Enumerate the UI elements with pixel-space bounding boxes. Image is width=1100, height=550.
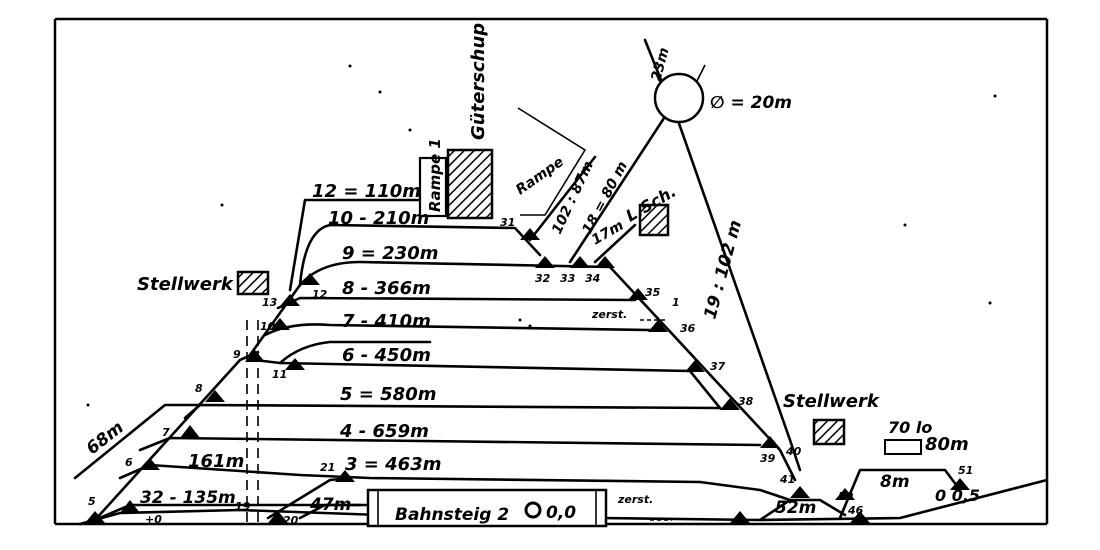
switch-50: 50 xyxy=(838,490,854,503)
stellwerk-right-building xyxy=(812,418,846,446)
label-zerst-2: zerst. xyxy=(617,493,653,506)
lsch-building xyxy=(638,203,670,237)
switch-41: 41 xyxy=(779,473,795,486)
switch-1: 1 xyxy=(672,296,680,309)
label-161m: 161m xyxy=(188,451,244,472)
switch-38: 38 xyxy=(738,395,754,408)
label-plus: +0 xyxy=(145,513,162,526)
switch-51: 51 xyxy=(958,464,973,477)
switch-37: 37 xyxy=(710,360,726,373)
label-track-19: 19 : 102 m xyxy=(701,218,747,321)
switch-markers xyxy=(85,228,970,523)
switch-13: 13 xyxy=(262,296,278,309)
label-70lo: 70 lo xyxy=(888,418,932,437)
switch-11: 11 xyxy=(272,368,287,381)
noise-dots xyxy=(86,64,997,407)
switch-7: 7 xyxy=(162,426,170,439)
switch-34: 34 xyxy=(585,272,600,285)
label-stellwerk-left: Stellwerk xyxy=(137,274,234,295)
label-00-5: 0 0,5 xyxy=(935,486,980,505)
label-turntable: ∅ = 20m xyxy=(710,93,792,113)
switch-40: 40 xyxy=(785,445,802,458)
switch-33: 33 xyxy=(560,272,576,285)
switch-21: 21 xyxy=(320,461,335,474)
label-bahnsteig: Bahnsteig 2 xyxy=(395,505,509,525)
label-47m: 47m xyxy=(309,495,351,515)
label-80m: 80m xyxy=(925,434,969,455)
label-track-32: 32 - 135m xyxy=(140,488,236,508)
switch-32: 32 xyxy=(535,272,551,285)
switch-numbers: 5 6 7 8 9 10 11 12 13 19 20 21 31 32 33 … xyxy=(88,216,973,527)
label-stellwerk-right: Stellwerk xyxy=(783,391,880,412)
switch-35: 35 xyxy=(645,286,661,299)
switch-36: 36 xyxy=(680,322,696,335)
label-rampe1: Rampe 1 xyxy=(426,138,444,212)
label-track-3: 3 = 463m xyxy=(345,454,441,475)
gueterschup-building xyxy=(446,148,494,220)
label-track-4: 4 - 659m xyxy=(339,421,429,442)
switch-20: 20 xyxy=(283,514,299,527)
label-8m: 8m xyxy=(880,472,910,492)
switch-8: 8 xyxy=(195,382,203,395)
label-track-6: 6 - 450m xyxy=(342,345,431,366)
switch-19: 19 xyxy=(235,500,251,513)
switch-31: 31 xyxy=(500,216,515,229)
label-track-12: 12 = 110m xyxy=(312,181,421,202)
rampe1-box xyxy=(418,156,448,218)
switch-12: 12 xyxy=(312,288,328,301)
label-track-7: 7 - 410m xyxy=(342,311,431,332)
switch-46: 46 xyxy=(847,504,864,517)
switch-6: 6 xyxy=(125,456,133,469)
turntable xyxy=(653,72,705,124)
switch-9: 9 xyxy=(233,348,241,361)
bahnsteig-marker xyxy=(524,501,542,519)
switch-39: 39 xyxy=(760,452,776,465)
loco-shed-box xyxy=(884,439,922,455)
label-track-8: 8 - 366m xyxy=(342,278,431,299)
buildings xyxy=(236,107,922,528)
switch-5: 5 xyxy=(88,495,96,508)
stellwerk-left-building xyxy=(236,270,270,296)
label-zerst-1: zerst. xyxy=(591,308,627,321)
label-track-10: 10 - 210m xyxy=(328,208,429,229)
label-track-9: 9 = 230m xyxy=(342,243,438,264)
label-gueterschup: Güterschup xyxy=(468,23,489,140)
bahnsteig-box xyxy=(366,488,608,528)
label-52m: 52m xyxy=(775,498,816,518)
switch-10: 10 xyxy=(260,320,276,333)
label-track-5: 5 = 580m xyxy=(340,384,436,405)
label-bahnsteig-value: 0,0 xyxy=(546,503,576,523)
